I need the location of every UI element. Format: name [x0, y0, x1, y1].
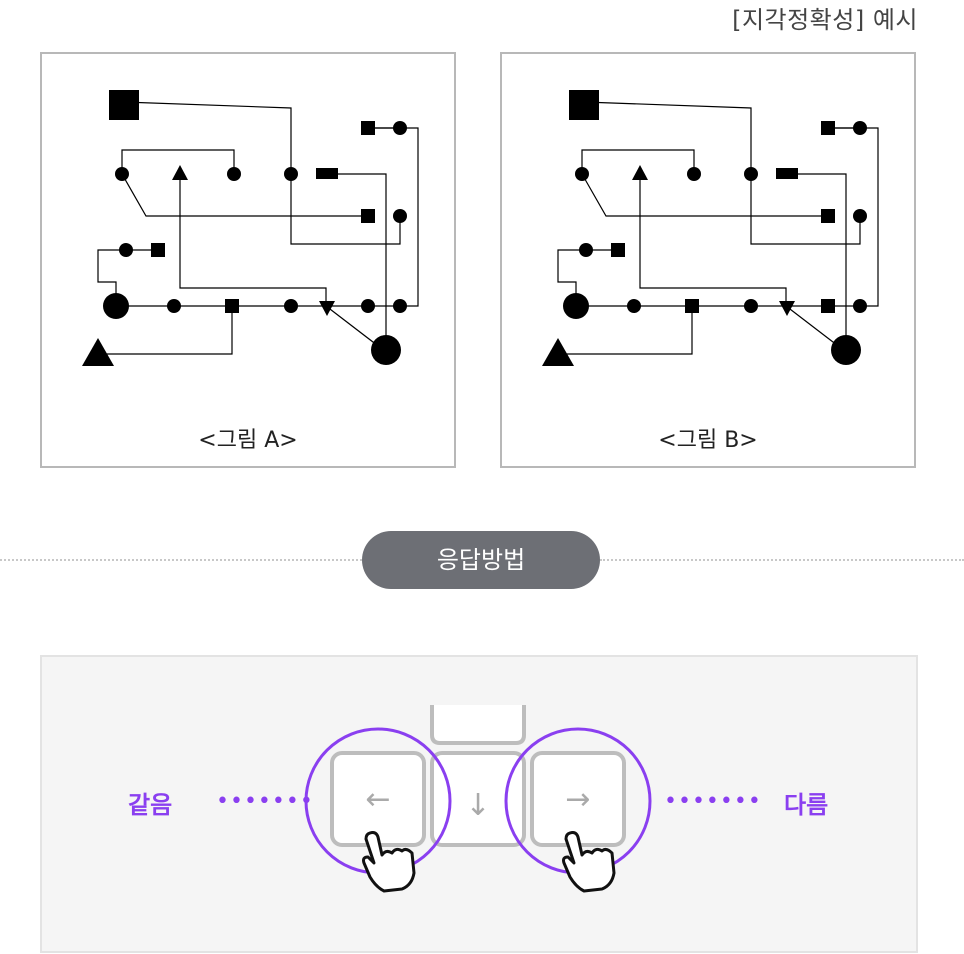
dots-right: ••••••• [664, 789, 762, 814]
figure-a: <그림 A> [40, 52, 456, 468]
up-key [430, 705, 526, 745]
example-label: [지각정확성] 예시 [732, 6, 918, 34]
figure-a-diagram [82, 90, 419, 366]
hand-pointer-icon [562, 831, 616, 893]
hand-pointer-icon [362, 831, 416, 893]
right-arrow-icon: → [565, 782, 590, 817]
figure-b-diagram [542, 90, 879, 366]
divider-right [600, 559, 964, 561]
right-arrow-key[interactable]: → [530, 751, 626, 847]
same-label: 같음 [128, 791, 173, 819]
response-method-pill: 응답방법 [362, 531, 600, 589]
figure-b-caption: <그림 B> [658, 428, 758, 453]
dots-left: ••••••• [216, 789, 314, 814]
arrow-keys-illustration: ← ↓ → [304, 705, 652, 893]
down-arrow-icon: ↓ [465, 788, 490, 823]
figure-a-caption: <그림 A> [198, 428, 298, 453]
figure-b: <그림 B> [500, 52, 916, 468]
divider-left [0, 559, 362, 561]
down-arrow-key[interactable]: ↓ [430, 751, 526, 847]
left-arrow-key[interactable]: ← [330, 751, 426, 847]
different-label: 다름 [784, 791, 829, 819]
left-arrow-icon: ← [365, 782, 390, 817]
